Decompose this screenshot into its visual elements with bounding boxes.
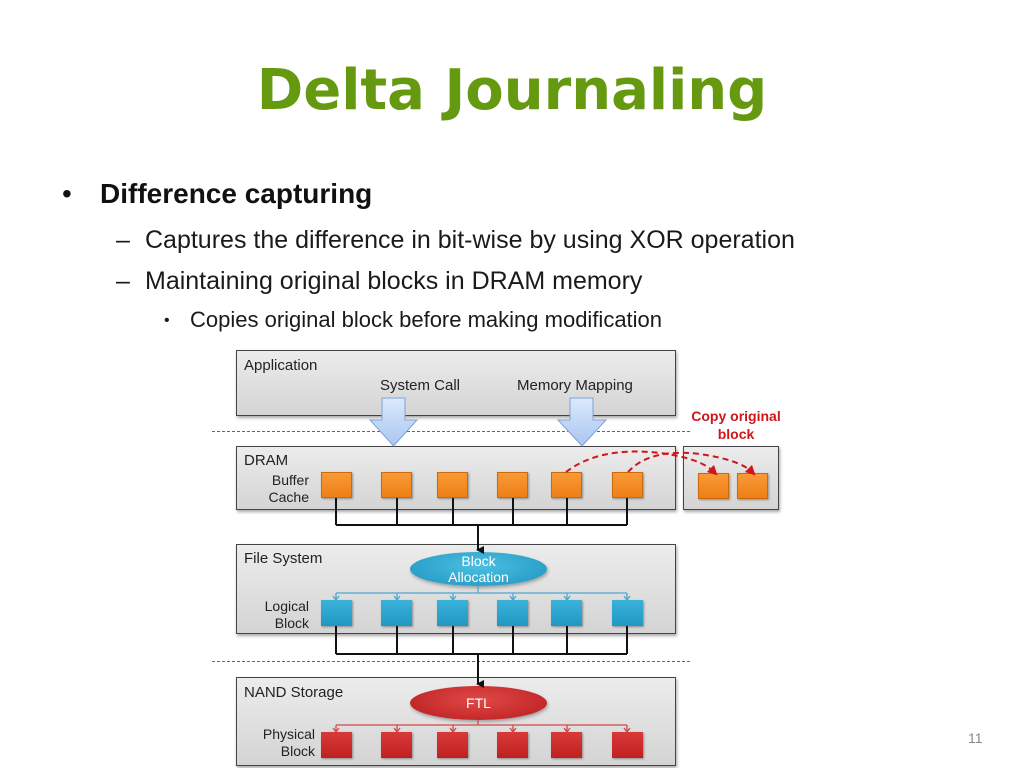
logical-block — [497, 600, 528, 626]
bullet-marker: • — [62, 178, 72, 209]
system-call-label: System Call — [380, 377, 461, 394]
buffer-cache-label: Buffer Cache — [257, 472, 309, 506]
bullet-marker: • — [164, 312, 170, 329]
application-label: Application — [244, 357, 318, 374]
physical-block — [437, 732, 468, 758]
dash-marker: – — [116, 226, 130, 254]
sublabel-line1: Physical — [262, 726, 315, 742]
dram-label: DRAM — [244, 452, 289, 469]
ftl-ellipse: FTL — [410, 686, 547, 720]
bullet-text: Maintaining original blocks in DRAM memo… — [145, 267, 643, 295]
file-system-label: File System — [244, 550, 323, 567]
ftl-label: FTL — [466, 695, 491, 711]
buffer-cache-block — [381, 472, 412, 498]
logical-block — [612, 600, 643, 626]
page-number: 11 — [968, 730, 983, 746]
physical-block — [381, 732, 412, 758]
sublabel-line2: Cache — [268, 489, 309, 505]
bullet-text: Captures the difference in bit-wise by u… — [145, 226, 795, 254]
ellipse-line2: Allocation — [448, 569, 509, 585]
buffer-cache-block — [437, 472, 468, 498]
sublabel-line2: Block — [280, 743, 315, 759]
bullet-level2: –Captures the difference in bit-wise by … — [116, 226, 795, 255]
original-copy-block — [737, 473, 768, 499]
nand-storage-label: NAND Storage — [244, 684, 344, 701]
dash-marker: – — [116, 267, 130, 295]
sublabel-line2: Block — [274, 615, 309, 631]
sublabel-line1: Buffer — [271, 472, 309, 488]
logical-block — [551, 600, 582, 626]
slide-title: Delta Journaling — [256, 58, 768, 123]
logical-block — [437, 600, 468, 626]
memory-mapping-label: Memory Mapping — [517, 377, 633, 394]
block-allocation-ellipse: Block Allocation — [410, 552, 547, 586]
sublabel-line1: Logical — [264, 598, 309, 614]
physical-block — [321, 732, 352, 758]
buffer-cache-block — [612, 472, 643, 498]
logical-block — [381, 600, 412, 626]
buffer-cache-block — [551, 472, 582, 498]
original-copy-block — [698, 473, 729, 499]
application-layer: Application System Call Memory Mapping — [236, 350, 676, 416]
bullet-text: Difference capturing — [100, 178, 373, 209]
annotation-line1: Copy original — [691, 408, 781, 424]
physical-block — [497, 732, 528, 758]
bullet-level2: –Maintaining original blocks in DRAM mem… — [116, 267, 642, 296]
physical-block — [551, 732, 582, 758]
bullet-level3: • Copies original block before making mod… — [164, 307, 662, 333]
logical-block-label: Logical Block — [247, 598, 309, 632]
buffer-cache-block — [497, 472, 528, 498]
ellipse-line1: Block — [461, 553, 496, 569]
boundary-dashed-line — [212, 431, 690, 432]
physical-block-label: Physical Block — [247, 726, 315, 760]
bullet-level1: • Difference capturing — [62, 178, 372, 210]
buffer-cache-block — [321, 472, 352, 498]
logical-block — [321, 600, 352, 626]
bullet-text: Copies original block before making modi… — [190, 307, 663, 332]
annotation-line2: block — [717, 426, 755, 442]
boundary-dashed-line — [212, 661, 690, 662]
copy-original-annotation: Copy original block — [684, 407, 788, 443]
physical-block — [612, 732, 643, 758]
